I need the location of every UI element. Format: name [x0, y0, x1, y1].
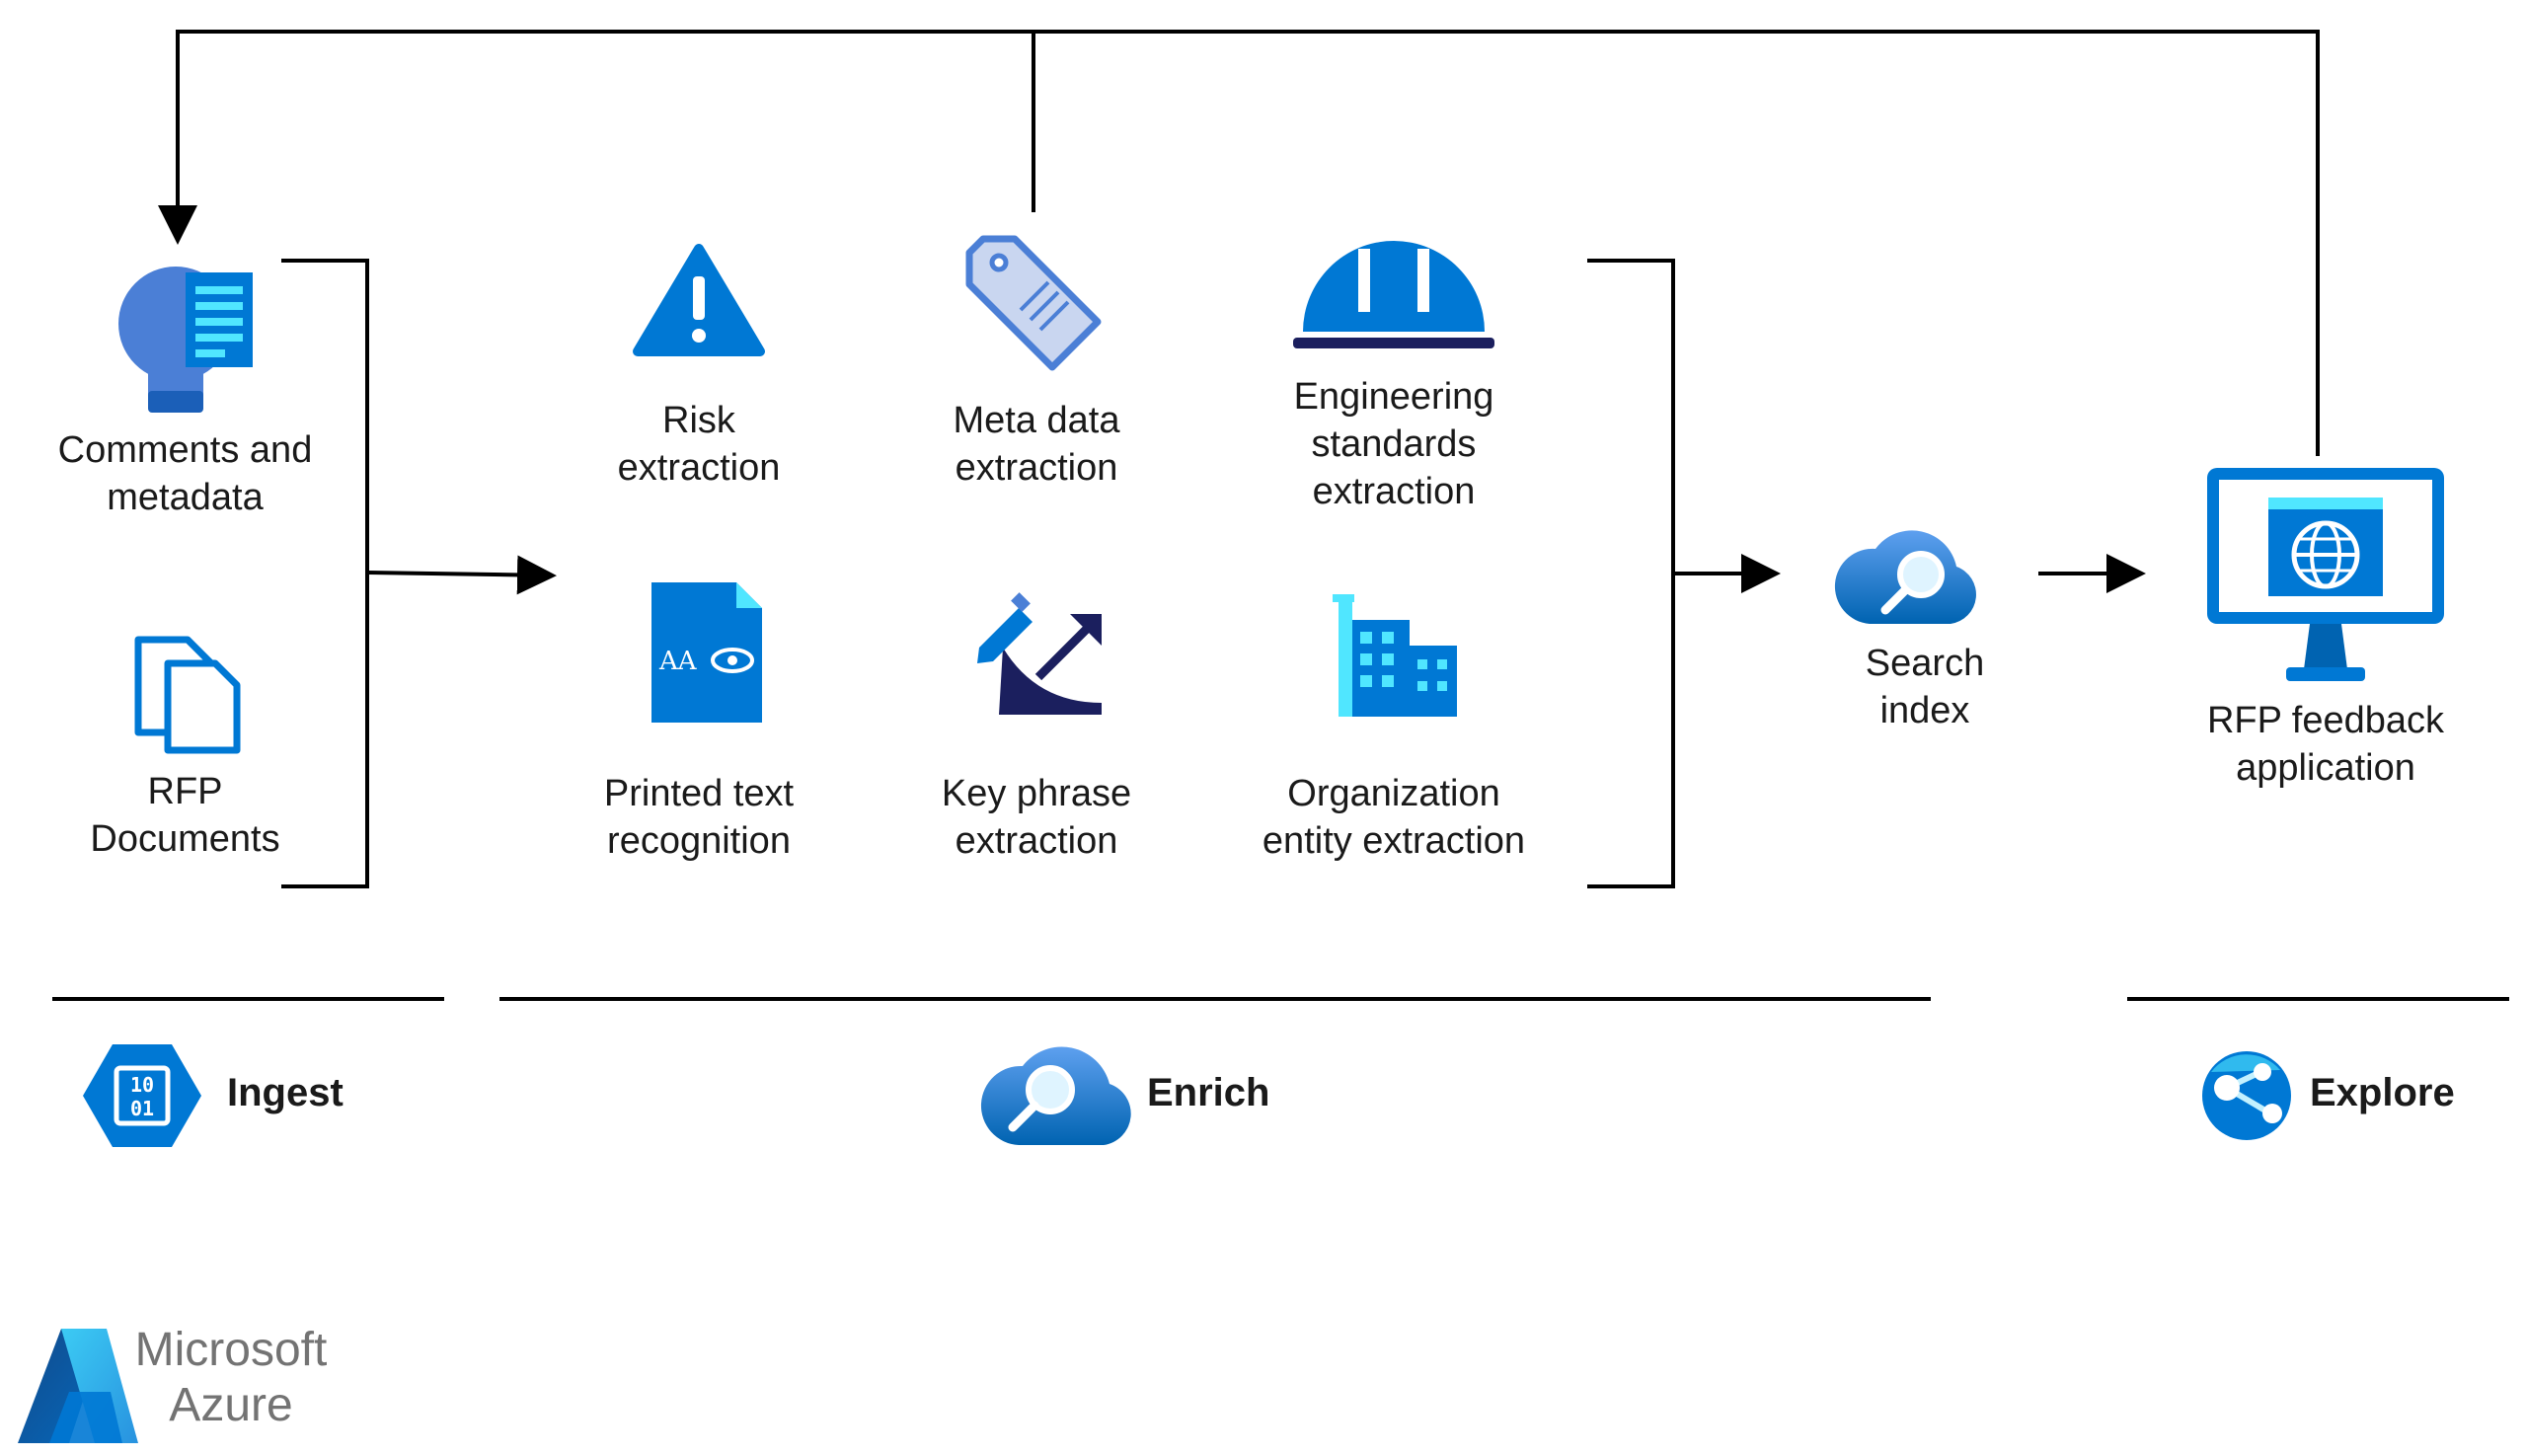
explore-section-label: Explore: [2310, 1071, 2455, 1114]
svg-text:AA: AA: [658, 647, 698, 676]
documents-icon: [134, 636, 241, 754]
organization-entity-label: Organization entity extraction: [1262, 773, 1526, 862]
comments-metadata-label: Comments and metadata: [57, 429, 313, 518]
lightbulb-document-icon: [118, 267, 253, 413]
svg-text:01: 01: [130, 1097, 154, 1120]
azure-logo-icon: [18, 1329, 138, 1443]
web-app-icon: [2202, 1051, 2291, 1140]
microsoft-azure-wordmark: Microsoft Azure: [134, 1324, 328, 1431]
text-recognition-icon: AA: [651, 582, 762, 723]
cloud-search-icon: [980, 1046, 1131, 1145]
enrich-bracket: [1587, 259, 2146, 888]
hard-hat-icon: [1293, 241, 1494, 348]
search-index-label: Search index: [1865, 643, 1985, 731]
feedback-loop-connector: [158, 30, 2320, 456]
rfp-feedback-app-label: RFP feedback application: [2206, 700, 2445, 789]
metadata-extraction-label: Meta data extraction: [953, 400, 1120, 489]
binary-hexagon-icon: 10 01: [83, 1044, 201, 1147]
warning-icon: [633, 244, 765, 356]
pen-arrow-icon: [977, 592, 1102, 715]
cloud-search-icon: [1834, 530, 1976, 624]
risk-extraction-label: Risk extraction: [617, 400, 781, 489]
ingest-section-label: Ingest: [227, 1071, 344, 1114]
rfp-documents-label: RFP Documents: [90, 771, 280, 860]
key-phrase-label: Key phrase extraction: [941, 773, 1132, 862]
svg-text:10: 10: [130, 1073, 154, 1097]
ingest-bracket: [281, 259, 557, 888]
printed-text-label: Printed text recognition: [603, 773, 795, 862]
building-icon: [1333, 594, 1457, 717]
tag-icon: [965, 235, 1102, 371]
engineering-standards-label: Engineering standards extraction: [1293, 376, 1494, 512]
monitor-globe-icon: [2207, 468, 2444, 681]
enrich-section-label: Enrich: [1147, 1071, 1270, 1114]
